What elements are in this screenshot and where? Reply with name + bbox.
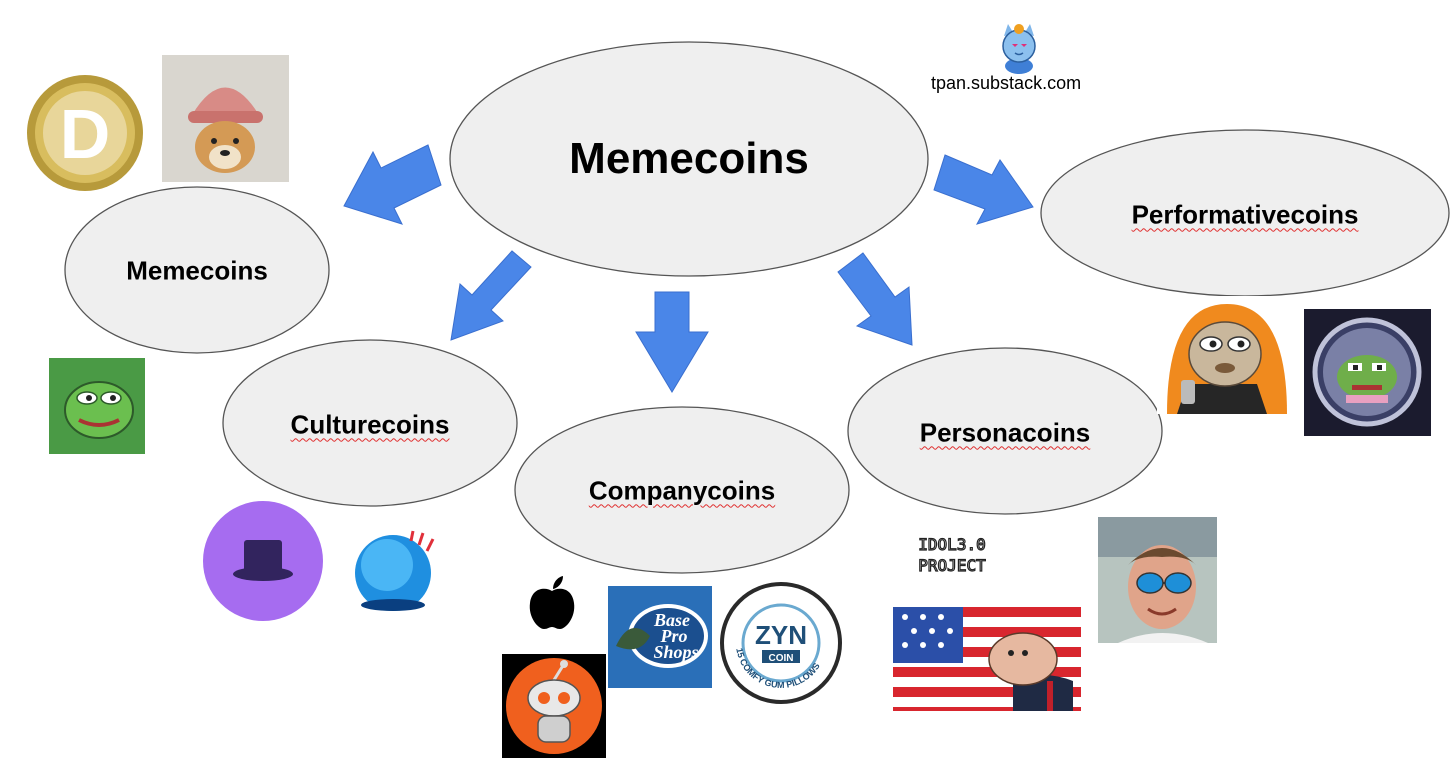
- reddit-robot-logo: [502, 654, 606, 758]
- performativecoins-label: Performativecoins: [1131, 199, 1359, 230]
- arrow-to-performativecoins: [933, 154, 1034, 225]
- culturecoins-ellipse: [222, 339, 518, 507]
- apple-logo-icon: [526, 575, 578, 631]
- dogecoin-logo: D: [26, 74, 144, 192]
- bass-pro-shops-logo: Base Pro Shops: [608, 586, 712, 688]
- center-label: Memecoins: [569, 134, 809, 183]
- person-sunglasses-image: [1098, 517, 1217, 643]
- zyn-coin-text: COIN: [769, 653, 794, 664]
- cat-mascot-icon: [996, 22, 1042, 74]
- hooded-character-image: [1157, 296, 1287, 414]
- arrow-to-culturecoins: [450, 250, 532, 341]
- memecoins-label: Memecoins: [126, 255, 268, 286]
- arrow-to-personacoins: [837, 252, 913, 346]
- zyn-text: ZYN: [755, 620, 807, 650]
- arrow-to-companycoins: [635, 291, 709, 393]
- idol-project-logo: IDOL3.0 PROJECT: [896, 533, 1008, 577]
- memecoins-ellipse: [64, 186, 330, 354]
- idol-line1: IDOL3.0: [918, 535, 985, 554]
- pixel-frog-coin-image: [1304, 309, 1431, 436]
- idol-line2: PROJECT: [918, 556, 986, 575]
- dog-with-hat-image: [162, 55, 289, 182]
- zyn-coin-logo: ZYN COIN 15 COMFY GUM PILLOWS: [720, 582, 842, 704]
- bass-pro-line2: Pro: [660, 626, 688, 646]
- pepe-image: [49, 358, 145, 454]
- companycoins-label: Companycoins: [588, 475, 776, 506]
- bass-pro-line1: Base: [653, 610, 690, 630]
- watermark-text: tpan.substack.com: [931, 73, 1082, 93]
- top-hat-coin-logo: [202, 500, 324, 622]
- personacoins-label: Personacoins: [919, 417, 1091, 448]
- arrow-to-memecoins: [343, 144, 442, 225]
- companycoins-ellipse: [514, 406, 850, 574]
- bass-pro-line3: Shops: [653, 642, 698, 662]
- personacoins-ellipse: [847, 347, 1163, 515]
- dogecoin-letter: D: [60, 95, 111, 173]
- center-ellipse: [449, 41, 929, 277]
- culturecoins-label: Culturecoins: [290, 409, 450, 440]
- flag-character-image: [893, 607, 1081, 711]
- blue-ball-coin-logo: [351, 527, 441, 613]
